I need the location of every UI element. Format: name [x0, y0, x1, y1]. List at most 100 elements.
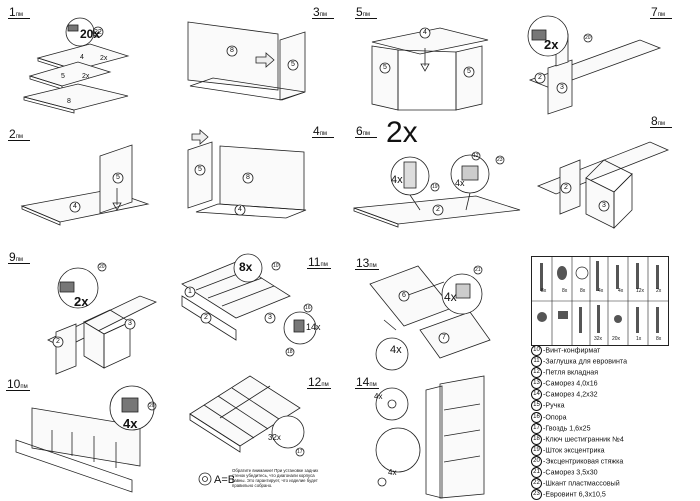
- step11-part-2: 2: [204, 314, 208, 321]
- step13-ref-21: 21: [475, 267, 481, 273]
- step-underline: [312, 137, 334, 138]
- parts-count: 8x: [656, 336, 662, 342]
- step14-qty-a: 4x: [374, 392, 383, 401]
- legend-item: 11-Заглушка для евровинта: [531, 356, 696, 368]
- step5-part-5-right: 5: [467, 68, 471, 75]
- step-underline: [312, 18, 334, 19]
- step11-ref-16: 16: [305, 305, 311, 311]
- step6-ref-23: 23: [497, 157, 503, 163]
- parts-count: 32x: [594, 336, 603, 342]
- step7-part-3: 3: [560, 84, 564, 91]
- step-number-9: 9пм: [9, 250, 24, 264]
- parts-count: 20x: [612, 336, 621, 342]
- step1-qty-b: 2x: [100, 55, 108, 62]
- step-underline: [8, 263, 30, 264]
- step7-ref-20: 20: [585, 35, 591, 41]
- step1-qty-c: 2x: [82, 73, 90, 80]
- step4-part-8: 8: [246, 174, 250, 181]
- step-underline: [307, 388, 331, 389]
- step13-part-7: 7: [442, 334, 446, 341]
- step7-qty: 2x: [544, 37, 559, 52]
- step-number-8: 8пм: [651, 114, 666, 128]
- step9-ref-20: 20: [99, 264, 105, 270]
- step2-part-4: 4: [73, 203, 77, 210]
- step-underline: [355, 18, 377, 19]
- step11-ref-18: 18: [287, 349, 293, 355]
- step12-qty: 32x: [268, 433, 281, 442]
- step3-part-5: 5: [291, 61, 295, 68]
- step6-qty-a: 4x: [391, 174, 403, 186]
- step-underline: [355, 269, 379, 270]
- hardware-parts-box: 8x 8x 8x 4x 4x 12x 2x 32x 1x 20x 8x: [531, 256, 669, 346]
- step1-part-5: 5: [61, 73, 65, 80]
- legend-item: 18-Ключ шестигранник №4: [531, 433, 696, 445]
- legend-item: 16-Опора: [531, 411, 696, 423]
- step8-part-3: 3: [602, 202, 606, 209]
- step1-part-4: 4: [80, 54, 84, 61]
- step1-part-8: 8: [67, 98, 71, 105]
- step9-part-2: 2: [56, 338, 60, 345]
- parts-count: 4x: [598, 288, 604, 294]
- legend-item: 22-Шкант пластмассовый: [531, 478, 696, 490]
- step-number-7: 7пм: [651, 5, 666, 19]
- step13-part-6: 6: [402, 292, 406, 299]
- step11-part-1: 1: [188, 288, 192, 295]
- legend-item: 17-Гвоздь 1,6х25: [531, 422, 696, 434]
- step-number-11: 11пм: [308, 255, 328, 269]
- step10-ref-20: 20: [149, 403, 155, 409]
- step5-part-5-left: 5: [383, 64, 387, 71]
- diagonal-equal-label: A=B: [214, 474, 236, 486]
- parts-count: 8x: [580, 288, 586, 294]
- step6-multiplier: 2x: [386, 116, 418, 149]
- legend-item: 13-Саморез 4,0х16: [531, 378, 696, 390]
- step13-qty-a: 4x: [444, 290, 457, 304]
- step11-ref-10: 10: [273, 263, 279, 269]
- step-number-2: 2пм: [9, 127, 24, 141]
- legend-item: 10-Винт-конфирмат: [531, 345, 696, 356]
- step10-qty: 4x: [123, 416, 138, 431]
- step11-qty-a: 8x: [239, 260, 253, 274]
- legend-item: 15-Ручка: [531, 400, 696, 412]
- step-underline: [8, 18, 30, 19]
- step12-ref-17: 17: [297, 449, 303, 455]
- legend-item: 23-Евровинт 6,3х10,5: [531, 489, 696, 501]
- step13-qty-b: 4x: [390, 344, 402, 356]
- legend-item: 19-Шток эксцентрика: [531, 444, 696, 456]
- hardware-grid: [532, 257, 668, 345]
- step-number-3: 3пм: [313, 5, 328, 19]
- step9-qty: 2x: [74, 294, 89, 309]
- step-underline: [355, 388, 379, 389]
- parts-count: 12x: [636, 288, 645, 294]
- parts-count: 2x: [656, 288, 662, 294]
- step2-part-5: 5: [116, 174, 120, 181]
- step8-part-2: 2: [564, 184, 568, 191]
- step7-part-2: 2: [538, 74, 542, 81]
- step-number-12: 12пм: [308, 375, 329, 389]
- diagonal-check-icon: [198, 472, 212, 486]
- step-underline: [355, 137, 377, 138]
- step14-qty-b: 4x: [388, 468, 397, 477]
- assembly-note: Обратите внимание! При установке задних …: [232, 468, 319, 488]
- hardware-legend: 10-Винт-конфирмат 11-Заглушка для еврови…: [531, 345, 696, 501]
- step9-part-3: 3: [128, 320, 132, 327]
- step4-part-5: 5: [198, 166, 202, 173]
- parts-count: 8x: [562, 288, 568, 294]
- step6-ref-19: 19: [432, 184, 438, 190]
- parts-count: 1x: [636, 336, 642, 342]
- step6-part-2: 2: [436, 206, 440, 213]
- legend-item: 20-Эксцентриковая стяжка: [531, 455, 696, 467]
- legend-item: 12-Петля вкладная: [531, 367, 696, 379]
- step4-part-4: 4: [238, 206, 242, 213]
- step6-ref-12: 12: [473, 153, 479, 159]
- step-underline: [8, 140, 30, 141]
- step-underline: [650, 127, 672, 128]
